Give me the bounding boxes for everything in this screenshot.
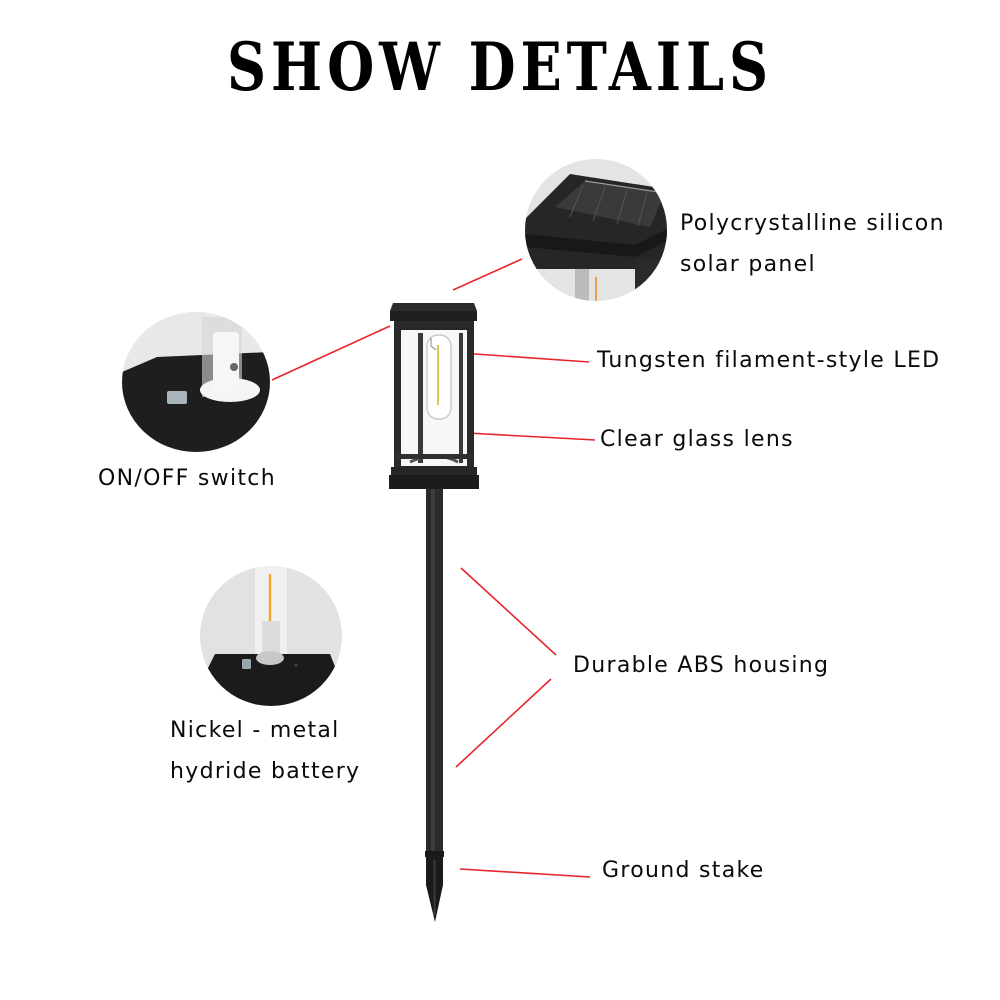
callout-solar-panel-line-2: solar panel: [680, 252, 816, 277]
leader-line-switch: [271, 325, 391, 381]
battery-detail-image: [200, 566, 342, 706]
callout-solar-panel-line-1: Polycrystalline silicon: [680, 211, 945, 236]
callout-lens: Clear glass lens: [600, 419, 794, 460]
switch-detail-image: [122, 312, 270, 452]
callout-switch-line-1: ON/OFF switch: [98, 466, 276, 491]
callout-battery-line-2: hydride battery: [170, 759, 361, 784]
callout-battery-line-1: Nickel - metal: [170, 718, 340, 743]
leader-line-led: [460, 352, 590, 363]
callout-housing-line-1: Durable ABS housing: [573, 653, 830, 678]
callout-switch: ON/OFF switch: [98, 458, 276, 499]
ground-stake: [425, 489, 444, 922]
page-title: SHOW DETAILS: [227, 28, 773, 106]
switch-icon: [122, 312, 270, 452]
leader-line-solar-panel: [452, 258, 523, 291]
callout-housing: Durable ABS housing: [573, 645, 829, 686]
solar-panel-icon: [525, 159, 667, 301]
callout-solar-panel: Polycrystalline silicon solar panel: [680, 203, 945, 285]
leader-line-housing-lower: [455, 678, 552, 768]
solar-panel-detail-image: [525, 159, 667, 301]
callout-stake: Ground stake: [602, 850, 765, 891]
callout-lens-line-1: Clear glass lens: [600, 427, 794, 452]
battery-icon: [200, 566, 342, 706]
callout-stake-line-1: Ground stake: [602, 858, 765, 883]
lantern-head: [389, 303, 479, 489]
callout-battery: Nickel - metal hydride battery: [170, 710, 360, 792]
callout-led: Tungsten filament-style LED: [597, 340, 940, 381]
leader-line-housing-upper: [460, 567, 557, 656]
leader-lines: [271, 258, 596, 878]
callout-led-line-1: Tungsten filament-style LED: [597, 348, 941, 373]
leader-line-lens: [466, 432, 596, 441]
leader-line-stake: [459, 868, 591, 878]
